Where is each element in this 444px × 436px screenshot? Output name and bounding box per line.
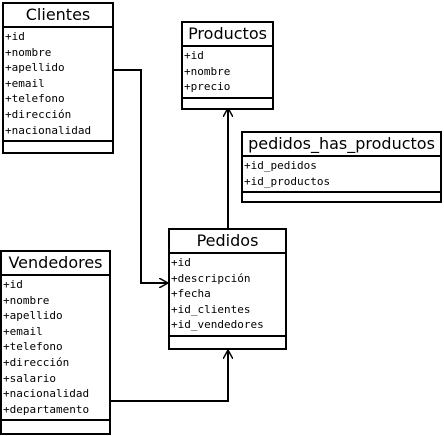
edge-vendedores-pedidos [111,350,228,402]
method-compartment [243,193,440,199]
class-vendedores[interactable]: Vendedores +id +nombre +apellido +email … [0,250,111,435]
attribute: +nombre [184,64,231,78]
attribute: +nombre [3,293,50,307]
attribute: +dirección [3,355,70,369]
attribute-list: +id +nombre +precio [183,47,272,99]
method-compartment [183,99,272,105]
attribute: +descripción [171,271,251,285]
class-title: Vendedores [2,252,109,276]
attribute: +fecha [171,287,211,301]
class-title: Productos [183,23,272,47]
attribute-list: +id +descripción +fecha +id_clientes +id… [170,254,285,337]
attribute: +apellido [3,309,63,323]
attribute: +email [5,76,45,90]
attribute: +precio [184,80,231,94]
attribute: +id [184,49,204,62]
method-compartment [170,337,285,343]
attribute: +id_clientes [171,302,251,316]
attribute: +nacionalidad [3,387,90,401]
attribute: +id [3,278,23,291]
class-title: Pedidos [170,230,285,254]
class-productos[interactable]: Productos +id +nombre +precio [181,21,274,110]
attribute: +id [171,256,191,269]
attribute: +email [3,324,43,338]
attribute: +id [5,30,25,43]
attribute: +salario [3,371,56,385]
attribute: +telefono [5,92,65,106]
attribute: +nacionalidad [5,123,92,137]
class-pedidos-has-productos[interactable]: pedidos_has_productos +id_pedidos +id_pr… [241,131,442,203]
method-compartment [2,421,109,427]
attribute: +apellido [5,61,65,75]
attribute-list: +id +nombre +apellido +email +telefono +… [2,276,109,422]
method-compartment [4,142,112,148]
attribute: +telefono [3,340,63,354]
attribute: +nombre [5,45,52,59]
attribute: +id_pedidos [244,159,317,172]
attribute: +dirección [5,107,72,121]
attribute: +id_productos [244,174,331,188]
class-title: pedidos_has_productos [243,133,440,157]
class-clientes[interactable]: Clientes +id +nombre +apellido +email +t… [2,2,114,154]
edge-clientes-pedidos [114,69,168,283]
attribute-list: +id +nombre +apellido +email +telefono +… [4,28,112,143]
attribute: +id_vendedores [171,318,264,332]
class-title: Clientes [4,4,112,28]
attribute: +departamento [3,402,90,416]
attribute-list: +id_pedidos +id_productos [243,157,440,194]
class-pedidos[interactable]: Pedidos +id +descripción +fecha +id_clie… [168,228,287,350]
